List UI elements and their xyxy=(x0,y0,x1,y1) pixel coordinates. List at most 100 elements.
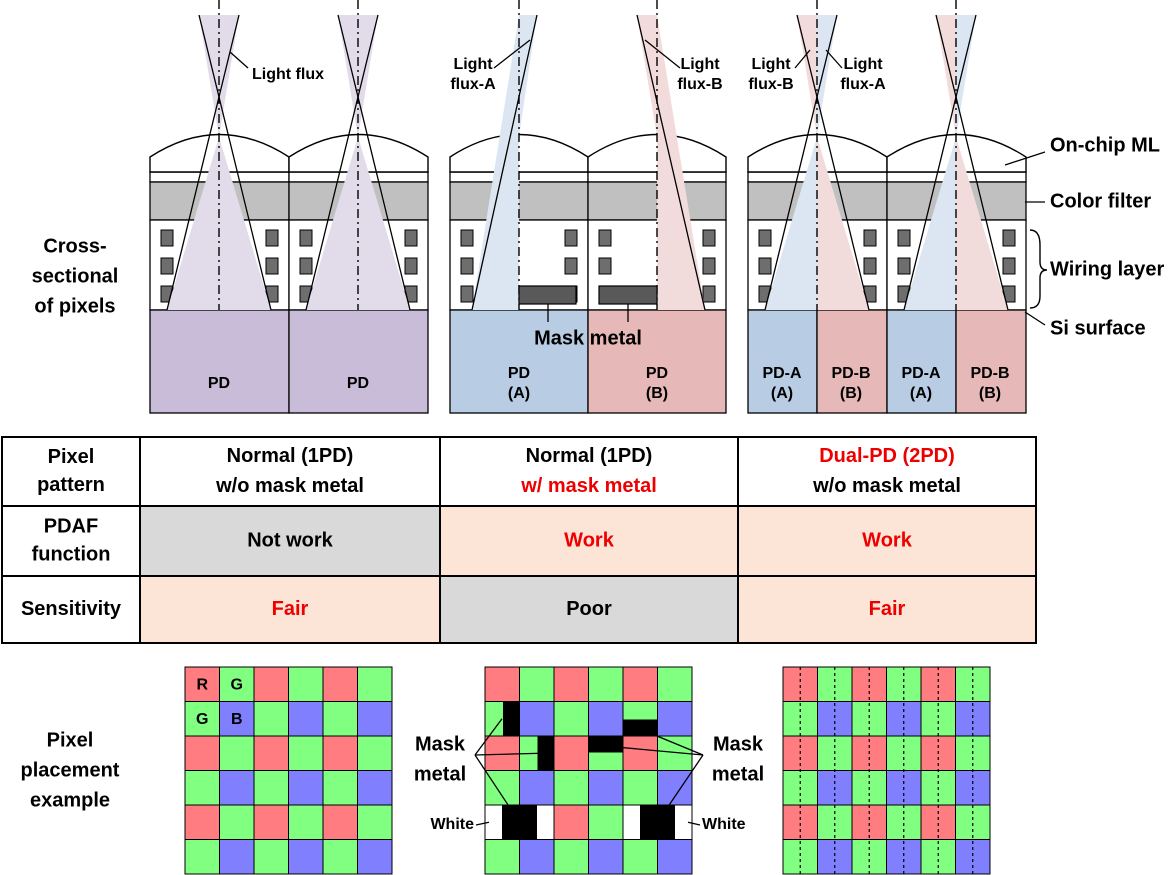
bayer-pixel xyxy=(519,839,555,875)
light-flux-a-lower xyxy=(765,137,817,310)
table-cell-text: w/ mask metal xyxy=(520,475,657,497)
bayer-pixel xyxy=(782,804,818,840)
light-ray xyxy=(935,14,1009,311)
mask-metal-leader xyxy=(640,728,704,756)
bayer-pixel xyxy=(519,666,555,702)
bayer-letter: R xyxy=(196,676,208,693)
mask-metal-leader xyxy=(474,718,503,756)
bayer-pixel xyxy=(817,666,853,702)
bayer-pixel xyxy=(357,804,393,840)
wiring-metal xyxy=(564,229,578,247)
bayer-pixel xyxy=(253,839,289,875)
wiring-metal xyxy=(160,257,174,275)
photodiode-subregion xyxy=(886,309,957,414)
bayer-pixel xyxy=(184,770,220,806)
mask-metal-label: metal xyxy=(414,763,466,785)
bayer-pixel xyxy=(553,839,589,875)
mask-metal-block xyxy=(503,701,520,736)
mask-metal-label: Mask xyxy=(713,733,764,755)
light-ray xyxy=(166,14,240,311)
bayer-pixel xyxy=(484,839,520,875)
wiring-metal xyxy=(265,229,279,247)
bayer-pixel xyxy=(657,839,693,875)
pd-label: (A) xyxy=(508,385,530,402)
light-flux-a-label: flux-A xyxy=(840,76,886,93)
bayer-pixel xyxy=(184,839,220,875)
table-cell xyxy=(737,575,1037,644)
light-flux-label: Light flux xyxy=(252,66,324,83)
mask-metal-leader xyxy=(609,745,704,756)
bayer-pixel xyxy=(851,804,887,840)
light-flux-b-label: flux-B xyxy=(748,76,793,93)
bayer-pixel xyxy=(920,701,956,737)
pd-label: (A) xyxy=(771,385,793,402)
table-cell-text: Dual-PD (2PD) xyxy=(819,445,955,467)
pd-label: PD-B xyxy=(970,365,1009,382)
wiring-metal xyxy=(460,257,474,275)
wiring-metal xyxy=(598,229,612,247)
table-cell-text: w/o mask metal xyxy=(215,475,364,497)
bayer-pixel xyxy=(357,701,393,737)
bayer-pixel xyxy=(184,735,220,771)
bayer-pixel xyxy=(253,666,289,702)
bayer-pixel xyxy=(288,666,324,702)
light-ray xyxy=(636,14,706,311)
bayer-pixel xyxy=(253,735,289,771)
bayer-letter: B xyxy=(231,711,243,728)
photodiode-region xyxy=(449,309,589,414)
photodiode-region xyxy=(149,309,290,414)
bayer-pixel xyxy=(920,804,956,840)
cross-section-row-label: sectional xyxy=(32,265,119,287)
wiring-metal xyxy=(702,257,716,275)
si-surface-leader xyxy=(1024,311,1046,326)
bayer-pixel xyxy=(622,770,658,806)
light-flux-a-label: Light xyxy=(453,56,493,73)
mask-metal-label: metal xyxy=(712,763,764,785)
bayer-grid-dual-pd xyxy=(782,666,991,875)
photodiode-subregion xyxy=(747,309,818,414)
bayer-pixel xyxy=(817,839,853,875)
light-flux-b-upper xyxy=(936,15,956,137)
light-flux-b-label: Light xyxy=(751,56,791,73)
mask-metal-leader xyxy=(656,754,704,823)
bayer-pixel xyxy=(588,770,624,806)
wiring-metal xyxy=(598,257,612,275)
pd-label: (B) xyxy=(979,385,1001,402)
light-ray xyxy=(796,14,870,311)
white-label: White xyxy=(430,816,474,833)
bayer-pixel xyxy=(322,666,358,702)
light-ray xyxy=(764,14,838,311)
placement-row-label: example xyxy=(30,789,110,811)
table-cell-text: Work xyxy=(862,529,913,551)
table-row-header: Pixel xyxy=(48,446,95,468)
pd-label: PD xyxy=(646,365,668,382)
bayer-pixel xyxy=(553,804,589,840)
bayer-pixel xyxy=(782,666,818,702)
color-filter-label: Color filter xyxy=(1050,190,1151,212)
bayer-pixel xyxy=(484,770,520,806)
table-row-header: PDAF xyxy=(44,515,98,537)
bayer-pixel xyxy=(851,839,887,875)
bayer-pixel xyxy=(886,666,922,702)
wiring-metal xyxy=(758,257,772,275)
white-label: White xyxy=(702,816,746,833)
wiring-metal xyxy=(460,285,474,303)
wiring-metal xyxy=(564,257,578,275)
bayer-pixel xyxy=(553,735,589,771)
light-flux-a-label: flux-A xyxy=(450,76,496,93)
bayer-pixel xyxy=(484,735,520,771)
mask-metal-block xyxy=(588,736,623,753)
bayer-pixel xyxy=(817,701,853,737)
si-surface-label: Si surface xyxy=(1050,317,1146,339)
wiring-metal xyxy=(863,257,877,275)
table-cell-text: Normal (1PD) xyxy=(526,445,653,467)
bayer-pixel xyxy=(184,804,220,840)
table-row-header-cell xyxy=(1,505,141,577)
table-cell-text: Fair xyxy=(272,598,309,620)
bayer-pixel xyxy=(322,804,358,840)
mask-metal-block xyxy=(623,719,658,736)
bayer-pixel xyxy=(484,666,520,702)
light-ray xyxy=(337,14,411,311)
bayer-pixel xyxy=(219,735,255,771)
